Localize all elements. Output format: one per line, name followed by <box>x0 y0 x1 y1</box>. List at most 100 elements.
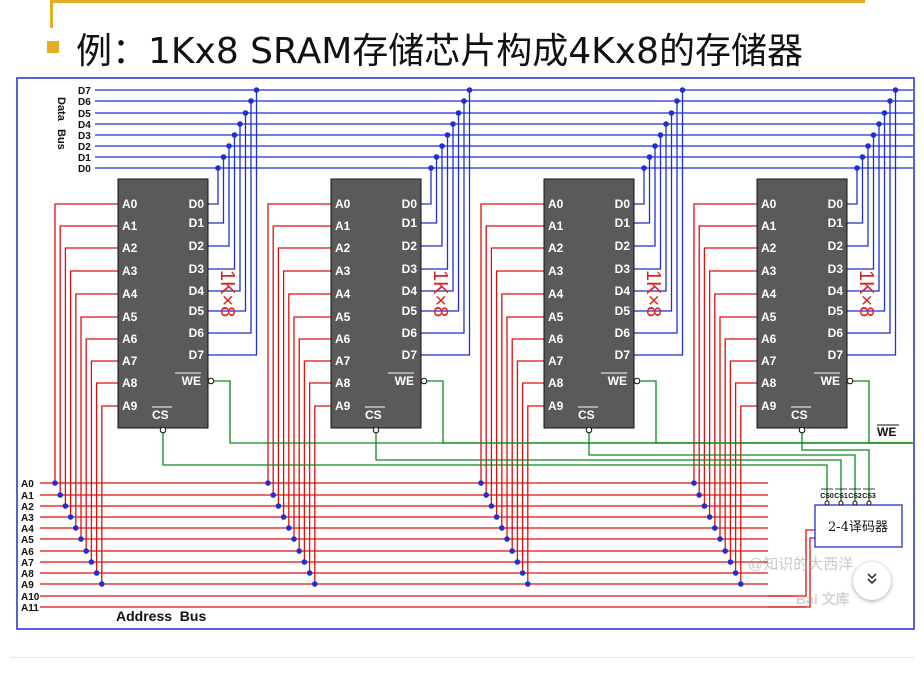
chip-body <box>756 178 848 429</box>
chip-addr-pin-label: A9 <box>335 399 351 413</box>
chip2-data-wire <box>421 157 438 224</box>
sram-chip-2: A0A1A2A3A4A5A6A7A8A9D0D1D2D3D4D5D6D7WECS… <box>330 178 451 434</box>
decoder-output-bubble <box>852 500 858 506</box>
junction-dot <box>301 559 308 565</box>
chip-data-pin-label: D1 <box>828 216 844 230</box>
chip-addr-pin-label: A8 <box>761 376 777 390</box>
chip3-data-wire <box>634 124 667 292</box>
chip-addr-pin-label: A7 <box>761 354 777 368</box>
junction-dot <box>237 121 243 127</box>
a11-to-decoder <box>768 537 815 608</box>
chip4-addr-wire <box>714 293 757 528</box>
chip3-addr-wire <box>501 293 544 528</box>
chip4-data-wire <box>847 157 864 224</box>
decoder-output-bubble <box>824 500 830 506</box>
data-bus-line-label: D4 <box>78 120 91 131</box>
chip-data-pin-label: D7 <box>828 348 844 362</box>
chip-data-pin-label: D0 <box>828 197 844 211</box>
address-bus-line-label: A6 <box>21 547 34 558</box>
junction-dot <box>280 514 287 520</box>
footer-divider <box>10 657 914 658</box>
chip-addr-pin-label: A4 <box>548 287 564 301</box>
chip1-data-wire <box>208 113 247 312</box>
chip-data-pin-label: D6 <box>402 326 418 340</box>
chip1-addr-wire <box>64 247 118 506</box>
chip2-addr-wire <box>288 293 331 528</box>
chip1-data-wire <box>208 101 252 334</box>
chip1-cs-wire <box>162 432 828 501</box>
watermark-text: @知识的大西洋 <box>748 556 853 573</box>
chip-data-pin-label: D3 <box>828 262 844 276</box>
chip-cs-bubble <box>798 426 806 434</box>
decoder-output-bubble <box>866 500 872 506</box>
junction-dot <box>876 121 882 127</box>
chip-addr-pin-label: A9 <box>761 399 777 413</box>
scroll-down-button[interactable] <box>853 562 891 600</box>
junction-dot <box>722 548 728 554</box>
chip-addr-pin-label: A5 <box>335 310 351 324</box>
chip-data-pin-label: D4 <box>615 284 631 298</box>
chip-addr-pin-label: A4 <box>122 287 138 301</box>
chip-data-pin-label: D0 <box>189 197 205 211</box>
data-bus-line-label: D6 <box>78 97 91 108</box>
chip1-data-wire <box>208 90 258 356</box>
chip-cs-bubble <box>585 426 593 434</box>
chip4-data-wire <box>847 146 869 247</box>
junction-dot <box>641 165 647 171</box>
chip3-data-wire <box>634 157 651 224</box>
chip-addr-pin-label: A6 <box>122 332 138 346</box>
chip2-data-wire <box>421 135 449 270</box>
chip-we-label: WE <box>182 374 201 388</box>
chip1-addr-wire <box>101 405 118 584</box>
chip-data-pin-label: D7 <box>402 348 418 362</box>
sram-chip-1: A0A1A2A3A4A5A6A7A8A9D0D1D2D3D4D5D6D7WECS… <box>117 178 238 434</box>
chip1-data-wire <box>208 168 219 205</box>
chip2-cs-wire <box>375 432 842 501</box>
chip1-addr-wire <box>95 382 118 573</box>
junction-dot <box>78 536 84 542</box>
address-bus-line-label: A4 <box>21 524 34 535</box>
chip-addr-pin-label: A2 <box>548 241 564 255</box>
junction-dot <box>83 548 89 554</box>
chip-data-pin-label: D2 <box>615 239 631 253</box>
data-bus-line-label: D7 <box>78 86 91 97</box>
chip-data-pin-label: D6 <box>189 326 205 340</box>
chip3-cs-wire <box>588 432 856 501</box>
address-bus-label: Address Bus <box>116 608 206 624</box>
junction-dot <box>504 536 510 542</box>
chip2-data-wire <box>421 101 465 334</box>
title-bullet <box>47 41 59 53</box>
chip-addr-pin-label: A3 <box>761 264 777 278</box>
junction-dot <box>887 98 893 104</box>
diagram-frame <box>16 77 915 630</box>
junction-dot <box>62 503 69 509</box>
junction-dot <box>226 143 232 149</box>
junction-dot <box>306 570 313 576</box>
junction-dot <box>428 165 434 171</box>
chip2-data-wire <box>421 168 432 205</box>
junction-dot <box>881 110 888 116</box>
junction-dot <box>525 581 531 587</box>
chip-data-pin-label: D5 <box>402 304 418 318</box>
junction-dot <box>52 480 58 486</box>
chip4-cs-wire <box>801 432 870 501</box>
junction-dot <box>253 87 260 93</box>
junction-dot <box>265 480 271 486</box>
junction-dot <box>455 110 462 116</box>
chip-addr-pin-label: A2 <box>761 241 777 255</box>
chip1-addr-wire <box>85 338 118 551</box>
junction-dot <box>892 87 899 93</box>
chip-addr-pin-label: A9 <box>548 399 564 413</box>
chip-cs-label: CS <box>578 408 595 422</box>
chip-cs-label: CS <box>152 408 169 422</box>
address-bus-line-label: A10 <box>21 592 40 603</box>
chip-cs-label: CS <box>791 408 808 422</box>
junction-dot <box>679 87 686 93</box>
junction-dot <box>646 154 653 160</box>
junction-dot <box>433 154 440 160</box>
decoder-output-label: CS0 <box>820 493 834 500</box>
chip4-data-wire <box>847 168 858 205</box>
junction-dot <box>270 492 277 498</box>
address-wiring <box>40 203 815 608</box>
